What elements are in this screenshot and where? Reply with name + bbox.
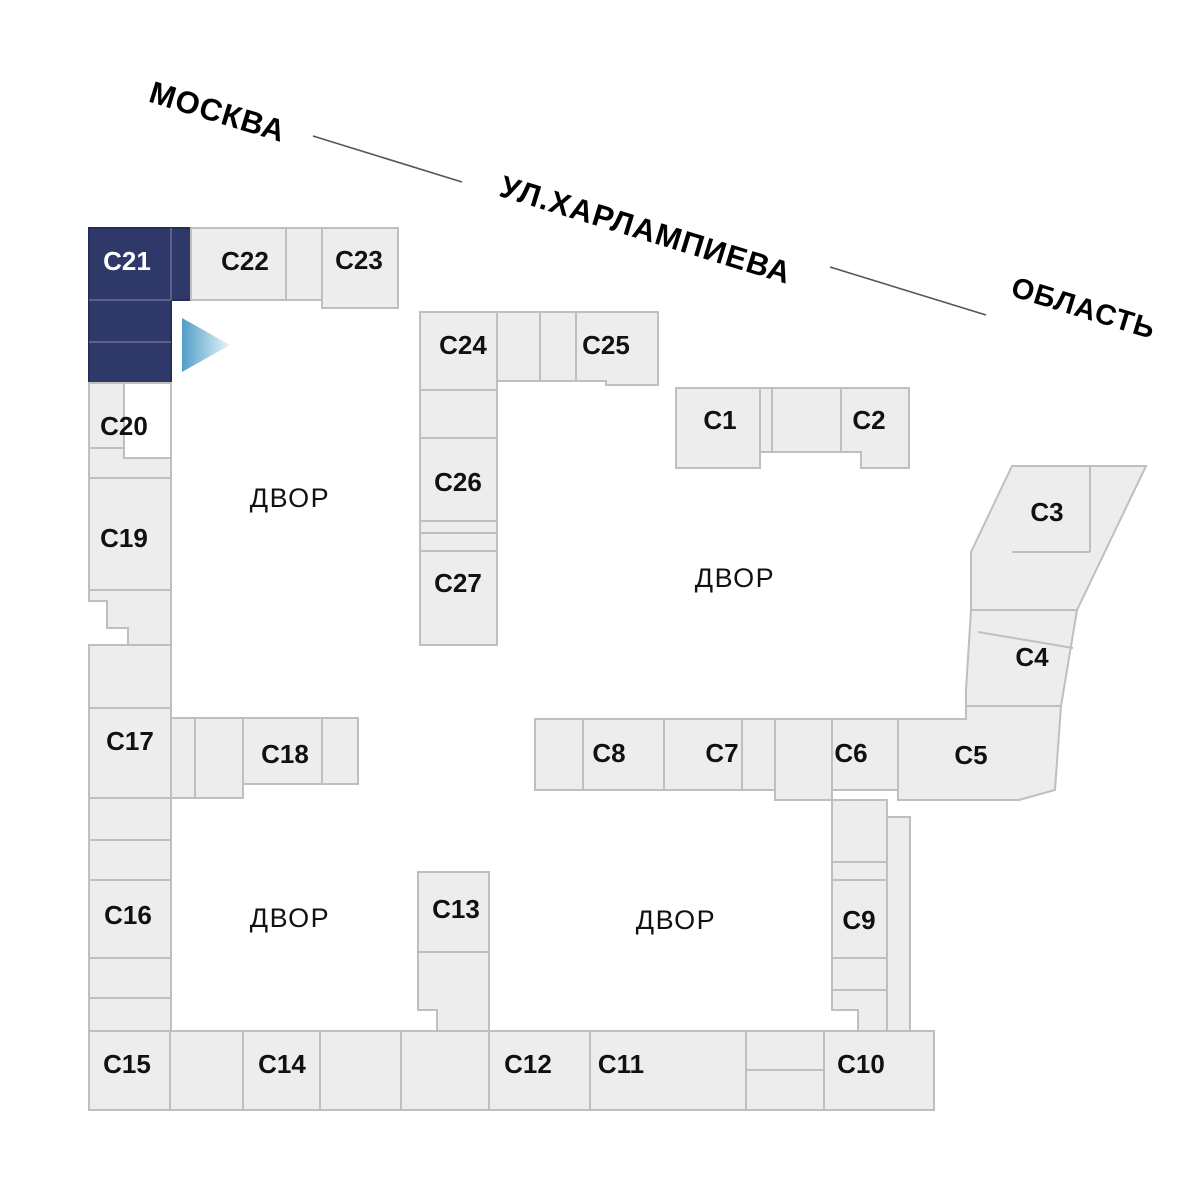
building-block-c15[interactable]: C15 [88,1030,244,1111]
building-outline-c17[interactable] [88,644,244,799]
building-label-c13: C13 [432,894,480,924]
building-outline-c23[interactable] [321,227,399,309]
building-outline-c18[interactable] [242,717,359,785]
building-block-c9[interactable]: C9 [831,799,911,1032]
building-block-c17[interactable]: C17 [88,644,244,799]
building-block-c14[interactable]: C14 [242,1030,402,1111]
building-label-c6: C6 [834,738,867,768]
building-label-c18: C18 [261,739,309,769]
street-leader-lines [312,135,987,316]
building-label-c23: C23 [335,245,383,275]
building-outline-c5[interactable] [897,705,1063,801]
building-label-c26: C26 [434,467,482,497]
yard-label-southeast: ДВОР [636,905,716,935]
section-divider-c19-0 [89,600,129,645]
building-outline-c19[interactable] [88,477,172,646]
building-label-c10: C10 [837,1049,885,1079]
harlampieva-street-label: УЛ.ХАРЛАМПИЕВА [496,169,796,291]
building-label-c8: C8 [592,738,625,768]
building-block-c25[interactable]: C25 [539,311,659,386]
building-block-c6[interactable]: C6 [774,718,899,801]
building-outline-c2[interactable] [840,387,910,469]
building-block-c5[interactable]: C5 [897,705,1063,801]
building-block-c23[interactable]: C23 [321,227,399,309]
building-block-c12[interactable]: C12 [400,1030,591,1111]
building-outline-c27[interactable] [419,532,498,646]
building-outline-c1[interactable] [675,387,842,469]
building-label-c11: C11 [598,1049,644,1079]
building-label-c24: C24 [439,330,487,360]
building-label-c2: C2 [852,405,885,435]
building-block-c19[interactable]: C19 [88,477,172,646]
building-label-c1: C1 [703,405,736,435]
building-block-c10[interactable]: C10 [745,1030,935,1111]
building-label-c20: C20 [100,411,148,441]
building-block-c8[interactable]: C8 [534,718,665,791]
building-label-c9: C9 [842,905,875,935]
building-label-c3: C3 [1030,497,1063,527]
leader-line-moskva [312,135,463,183]
building-label-c15: C15 [103,1049,151,1079]
building-label-c4: C4 [1015,642,1049,672]
building-label-c22: C22 [221,246,269,276]
building-block-c21[interactable]: C21 [88,227,192,384]
street-labels-group: МОСКВА УЛ.ХАРЛАМПИЕВА ОБЛАСТЬ [145,75,1159,346]
building-outline-c26[interactable] [419,389,498,534]
building-block-c4[interactable]: C4 [965,609,1079,707]
section-divider-c13-1 [418,1009,438,1031]
section-divider-c4-0 [977,631,1074,649]
building-block-c18[interactable]: C18 [242,717,359,785]
building-outline-c20[interactable] [88,382,172,479]
section-divider-c9-4 [832,1009,859,1031]
building-label-c19: C19 [100,523,148,553]
building-block-c24[interactable]: C24 [419,311,541,391]
building-block-c2[interactable]: C2 [840,387,910,469]
building-block-c27[interactable]: C27 [419,532,498,646]
building-outline-c12[interactable] [400,1030,591,1111]
pointer-triangle-icon [182,318,230,372]
building-block-c11[interactable]: C11 [589,1030,747,1111]
leader-line-oblast [829,266,987,316]
building-block-c26[interactable]: C26 [419,389,498,534]
building-label-c17: C17 [106,726,154,756]
yard-label-northeast: ДВОР [695,563,775,593]
building-block-c22[interactable]: C22 [190,227,323,301]
building-label-c5: C5 [954,740,987,770]
building-label-c25: C25 [582,330,630,360]
yard-label-northwest: ДВОР [250,483,330,513]
building-outline-c3[interactable] [970,465,1148,611]
building-label-c21: C21 [103,246,151,276]
yard-labels-group: ДВОР ДВОР ДВОР ДВОР [250,483,775,935]
building-block-c7[interactable]: C7 [663,718,776,791]
building-block-c3[interactable]: C3 [970,465,1148,611]
moskva-direction-label: МОСКВА [145,75,290,150]
building-block-c13[interactable]: C13 [417,871,490,1032]
building-outline-c25[interactable] [539,311,659,386]
building-block-c1[interactable]: C1 [675,387,842,469]
oblast-direction-label: ОБЛАСТЬ [1007,272,1159,346]
yard-label-southwest: ДВОР [250,903,330,933]
building-label-c27: C27 [434,568,482,598]
building-label-c16: C16 [104,900,152,930]
building-block-c16[interactable]: C16 [88,797,172,1032]
building-block-c20[interactable]: C20 [88,382,172,479]
building-label-c7: C7 [705,738,738,768]
building-label-c14: C14 [258,1049,306,1079]
selected-block-marker [182,318,230,372]
building-label-c12: C12 [504,1049,552,1079]
